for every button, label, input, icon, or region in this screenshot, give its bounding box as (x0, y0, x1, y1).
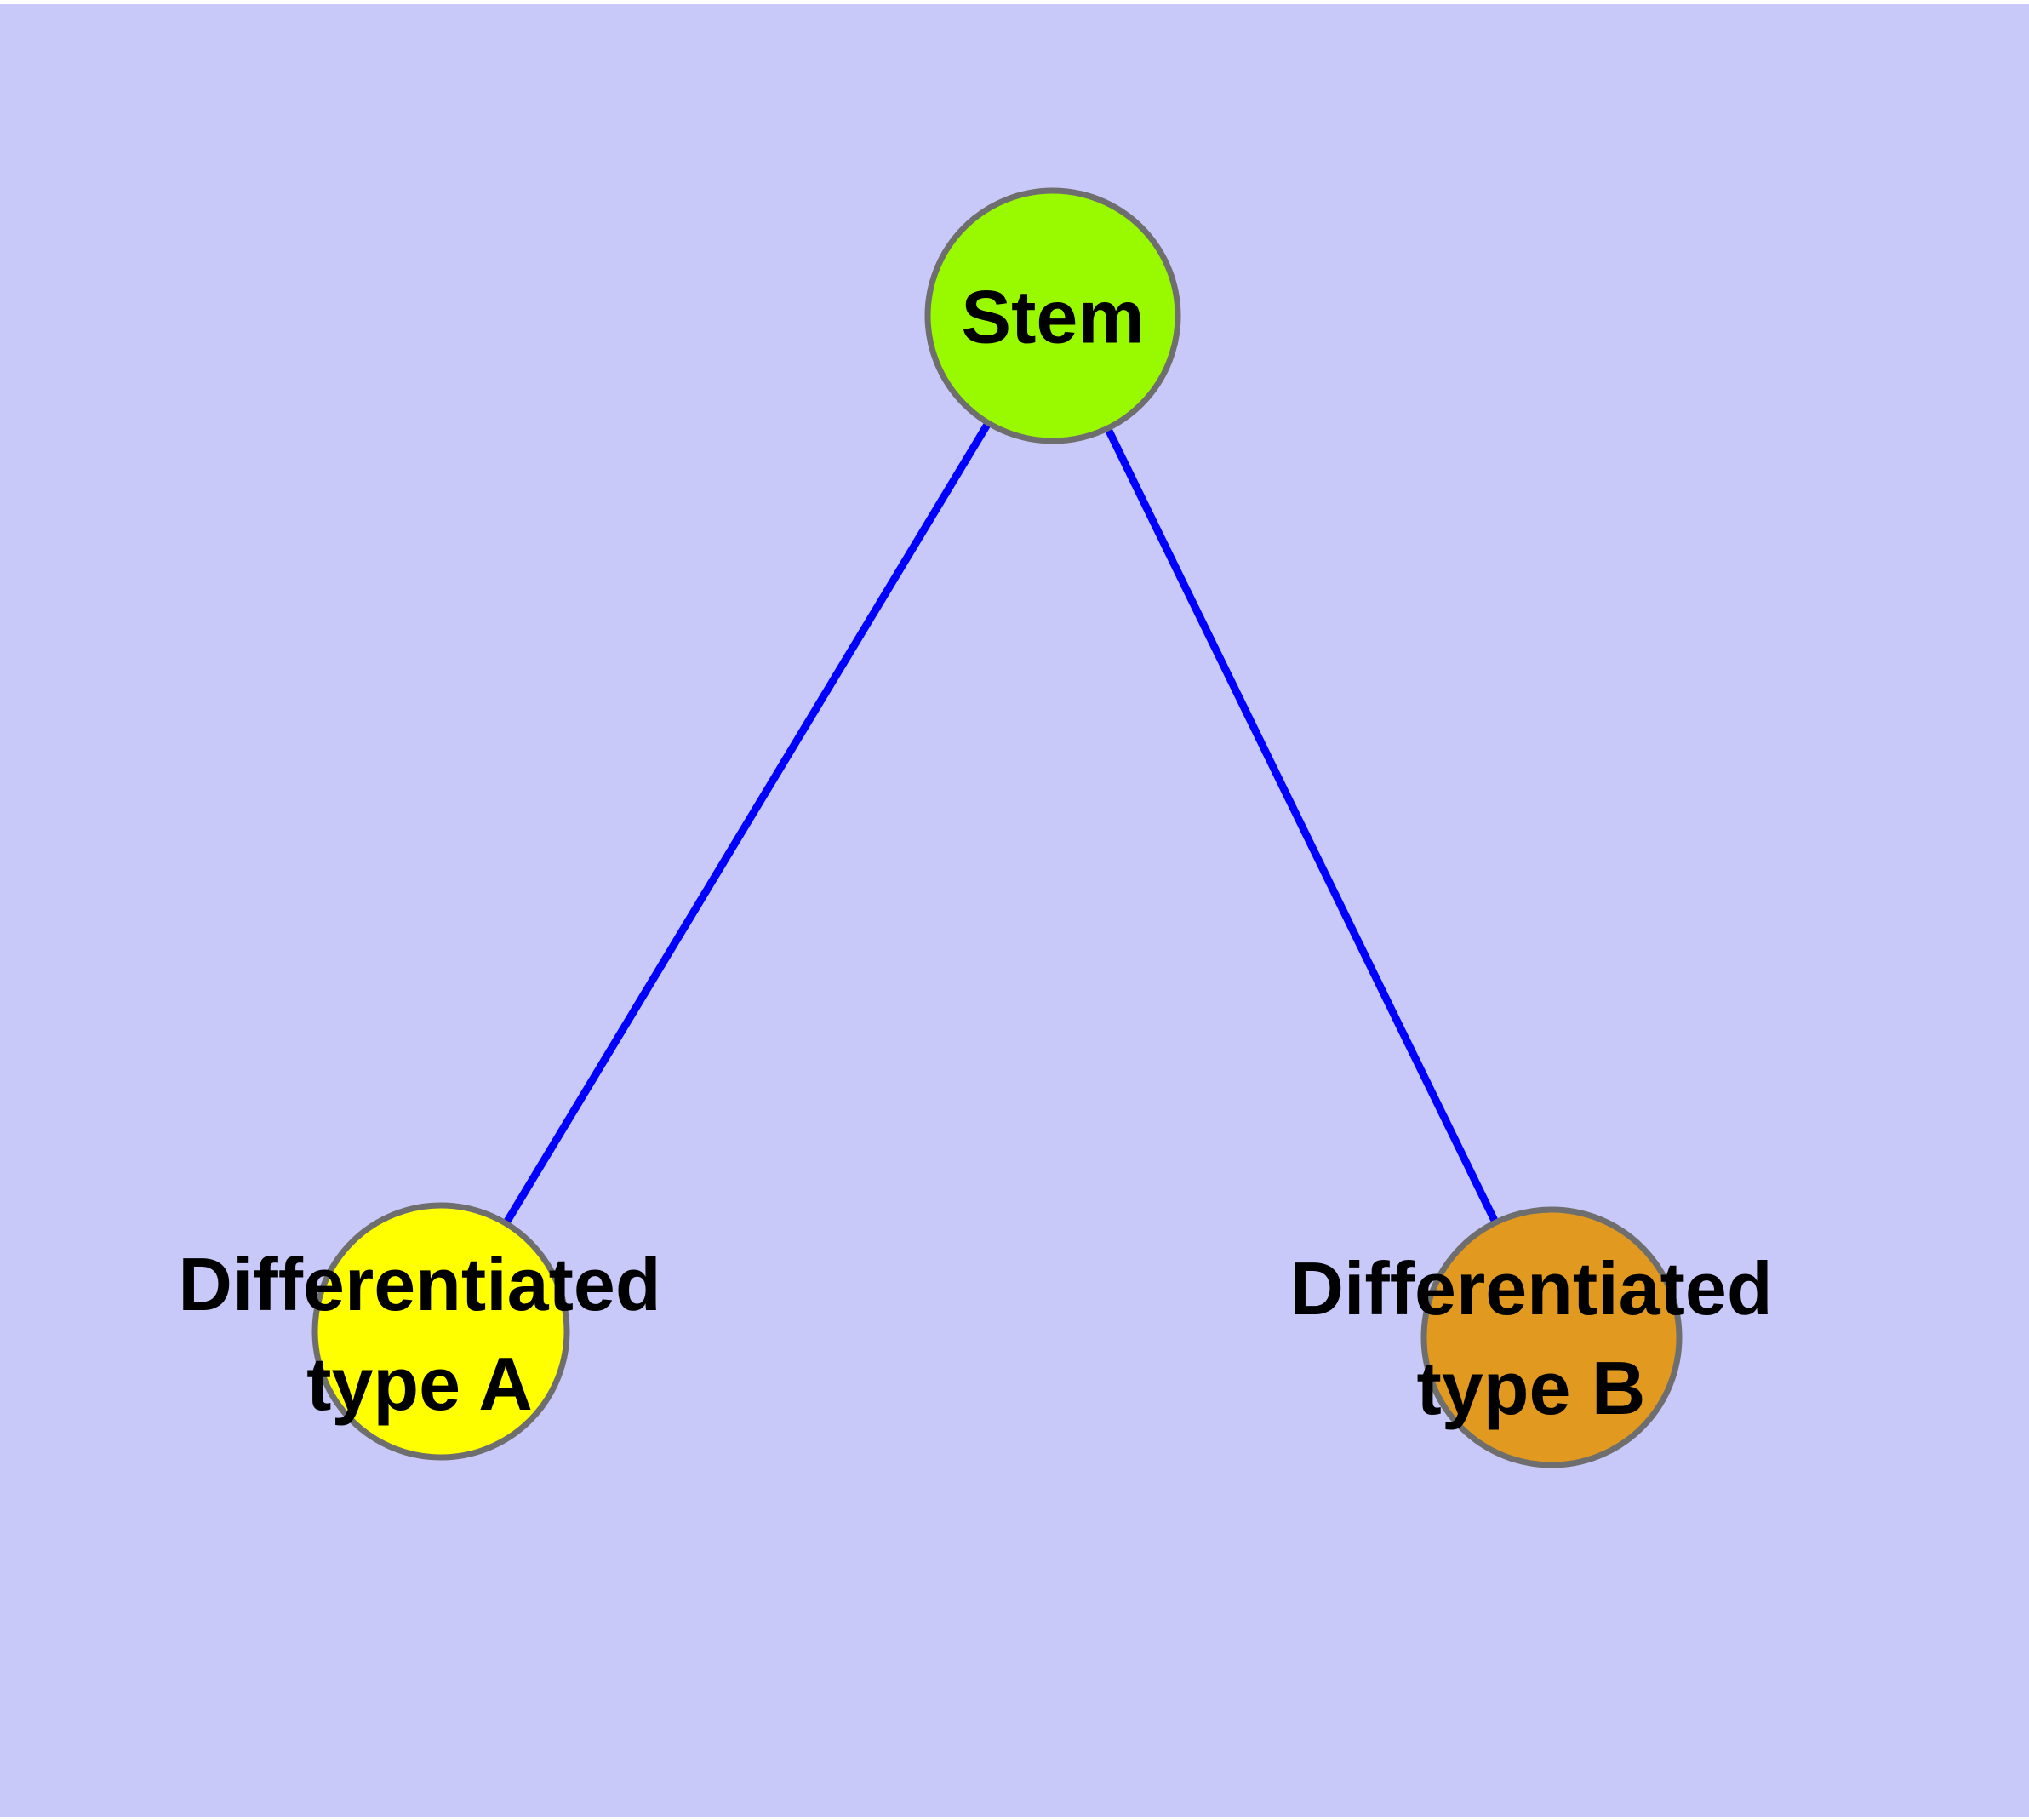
edge-stem-diff-type-a (437, 313, 1056, 1334)
node-diff-type-a (311, 1202, 570, 1461)
edge-stem-diff-type-b (1049, 314, 1556, 1339)
node-stem-label: Stem (961, 275, 1144, 359)
node-stem (924, 187, 1181, 444)
node-diff-type-b (1420, 1206, 1683, 1468)
